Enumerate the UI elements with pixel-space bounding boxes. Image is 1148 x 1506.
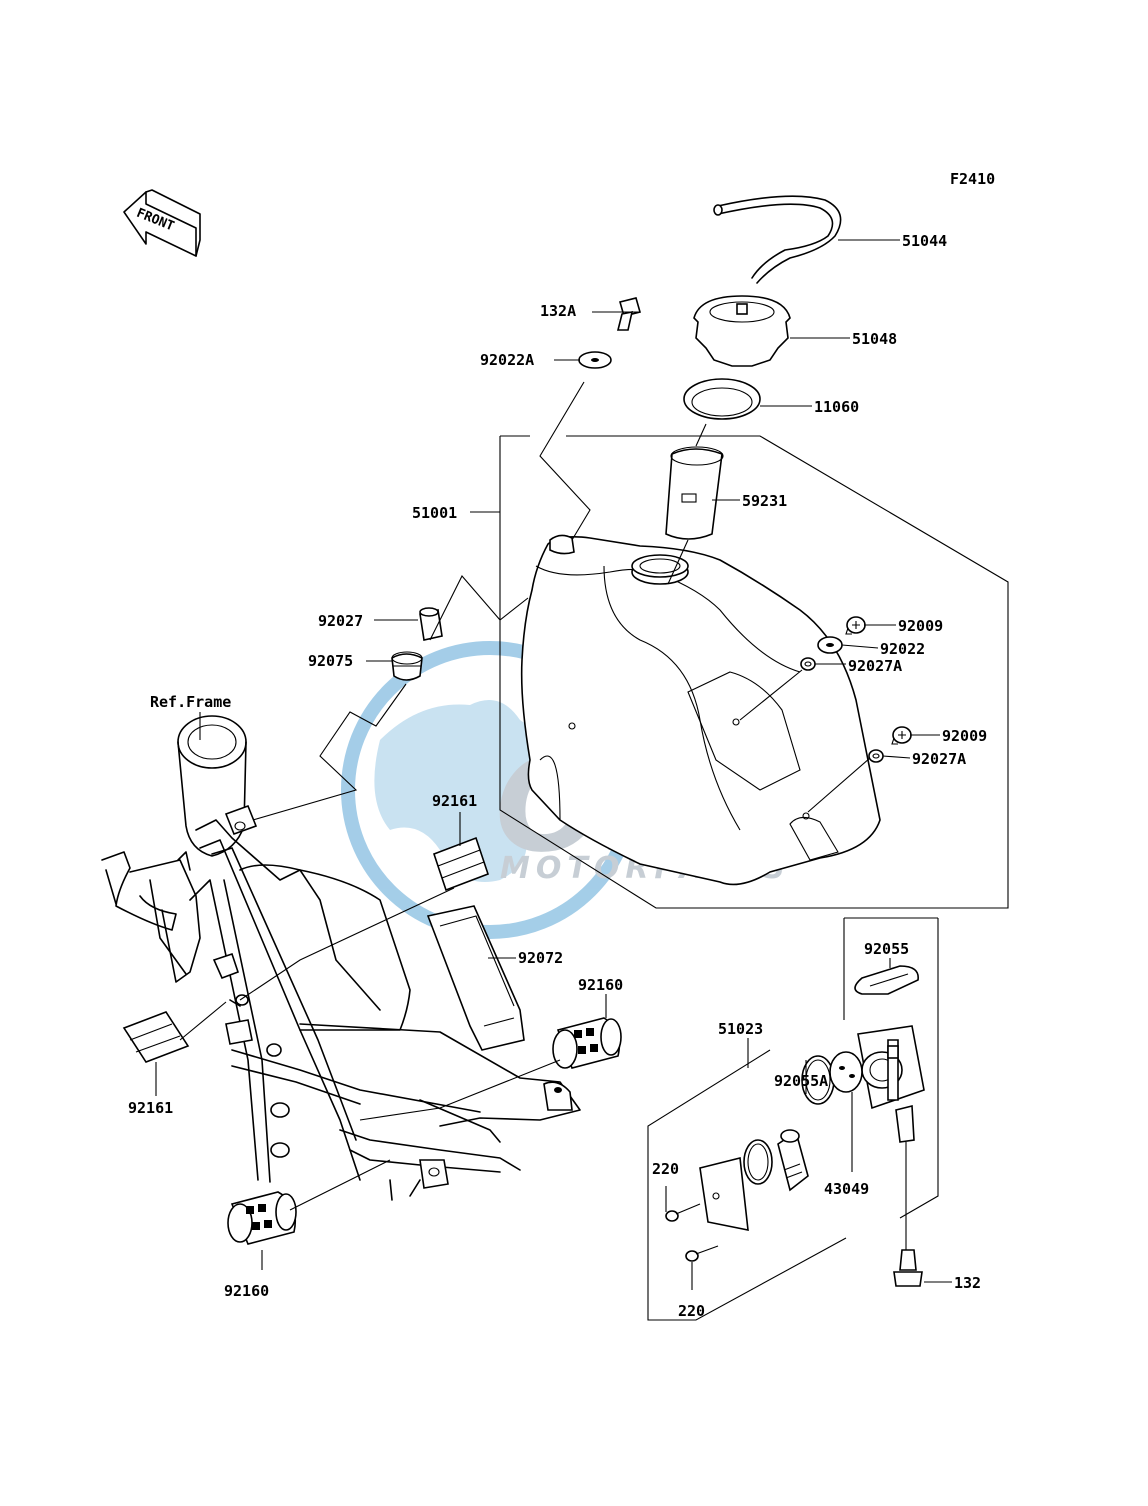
callout-132: 132 [954,1274,981,1292]
tank-assembly-outline [499,435,1009,909]
callout-92160-bottom: 92160 [224,1282,269,1300]
callout-92161-top: 92161 [432,792,477,810]
callout-51044: 51044 [902,232,947,250]
callout-92072: 92072 [518,949,563,967]
fuel-tap-body [857,1025,925,1143]
tap-lever [777,1129,809,1192]
callout-92055: 92055 [864,940,909,958]
callout-92022: 92022 [880,640,925,658]
watermark-globe-continents [374,700,536,882]
callout-92027a-upper: 92027A [848,657,902,675]
callout-43049: 43049 [824,1180,869,1198]
callout-92027: 92027 [318,612,363,630]
callout-92160-right: 92160 [578,976,623,994]
gasket-92055 [854,965,919,995]
damper-92161-left [122,1011,190,1063]
bolt-132 [893,1249,923,1287]
screw-220-bottom [685,1245,719,1262]
callout-220-top: 220 [652,1160,679,1178]
leader-lines-frame [155,712,607,1270]
collar-92027a-lower [868,749,884,763]
callout-92055a: 92055A [774,1072,828,1090]
cap-gasket-11060 [683,378,761,420]
grommet-92075 [391,651,423,681]
damper-92161-top [432,836,490,892]
gasket-43049 [829,1051,863,1093]
washer-92022a [578,351,612,369]
ref-frame-label: Ref.Frame [150,693,231,711]
rubber-92160-bottom [227,1191,297,1245]
washer-92022 [817,636,843,654]
screw-220-top [665,1203,701,1222]
callout-92161-left: 92161 [128,1099,173,1117]
callout-11060: 11060 [814,398,859,416]
fuel-tank [520,534,881,886]
callout-labels: 51044 132A 51048 92022A 11060 51001 5923… [128,232,987,1320]
callout-51023: 51023 [718,1020,763,1038]
callout-220-bottom: 220 [678,1302,705,1320]
callout-51048: 51048 [852,330,897,348]
frame [101,715,581,1201]
leader-lines-tap [665,958,952,1290]
tank-mount-bolt-92009-lower [891,726,912,745]
callout-92022a: 92022A [480,351,534,369]
front-direction-arrow: FRONT [123,189,201,257]
small-oring [743,1139,773,1185]
bracket-92072 [426,905,525,1051]
fuel-tap-assembly-outline [647,917,939,1321]
callout-59231: 59231 [742,492,787,510]
oring-92055a [801,1055,835,1105]
callout-132a: 132A [540,302,576,320]
collar-92027 [419,607,443,641]
tank-mount-bolt-92009-upper [845,616,866,635]
rubber-92160-right [552,1017,622,1069]
bolt-132a [616,297,641,331]
collar-92027a-upper [800,657,816,671]
front-label: FRONT [134,206,176,235]
fuel-filter-59231 [665,446,724,540]
figure-code: F2410 [950,170,995,188]
leader-lines-tank [245,239,940,823]
tap-plate [699,1157,749,1231]
fuel-cap-51048 [693,295,791,367]
callout-51001: 51001 [412,504,457,522]
callout-92009-upper: 92009 [898,617,943,635]
callout-92075: 92075 [308,652,353,670]
breather-hose-51044 [713,195,842,284]
callout-92009-lower: 92009 [942,727,987,745]
callout-92027a-lower: 92027A [912,750,966,768]
